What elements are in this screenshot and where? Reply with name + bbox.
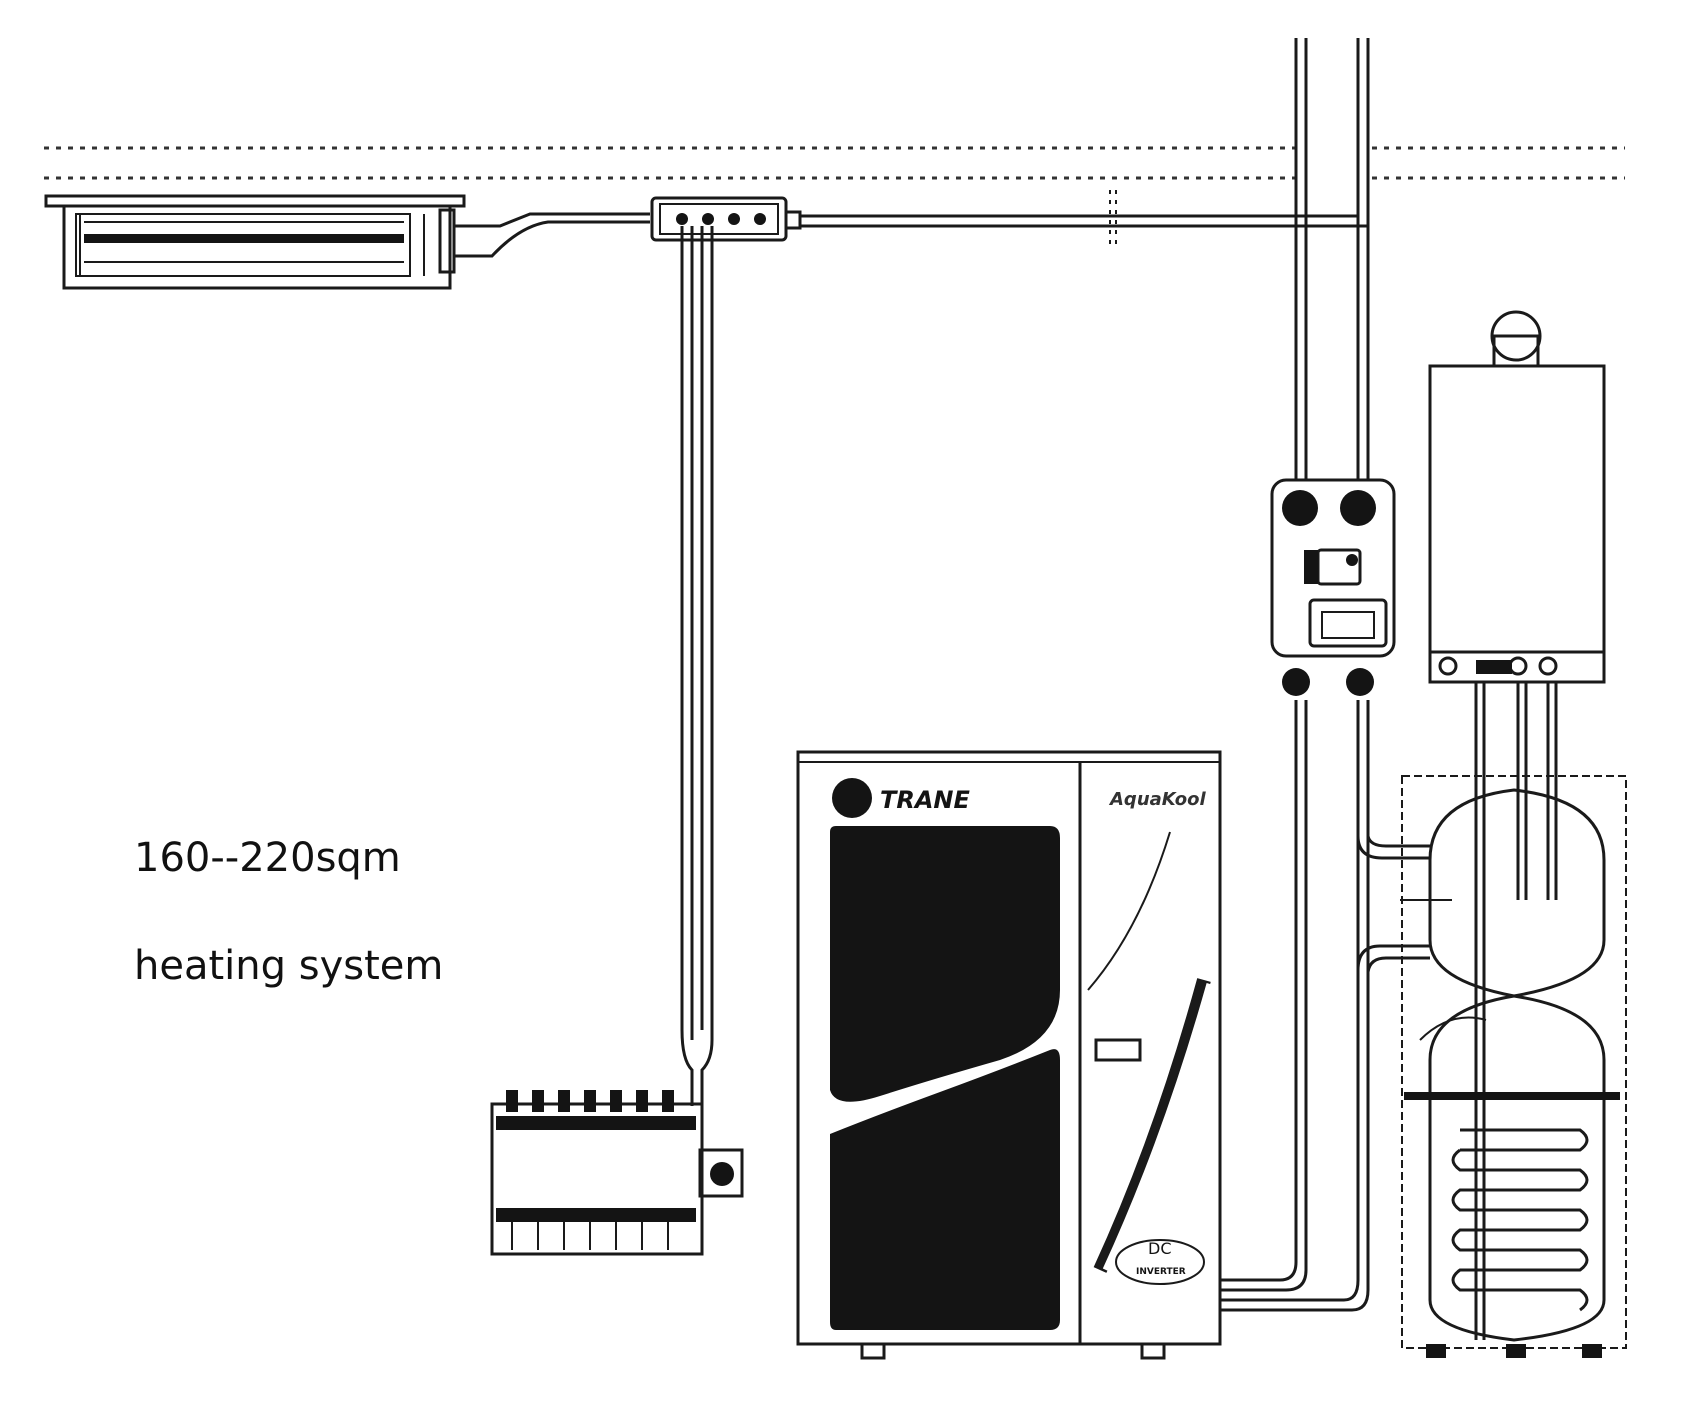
ceiling-fan-coil-unit (44, 194, 650, 290)
series-text: AquaKool (1108, 789, 1206, 810)
system-caption: heating system (134, 943, 444, 989)
brand-text: TRANE (880, 786, 971, 814)
distribution-manifold (650, 190, 1368, 250)
manifold-outlets-bottom (511, 1222, 669, 1250)
hot-water-cylinder (1404, 994, 1620, 1342)
buffer-tank (1400, 788, 1606, 998)
pump-station (1270, 478, 1396, 696)
storage-tanks (1400, 775, 1627, 1358)
area-caption: 160--220sqm (134, 835, 401, 881)
manifold-valves-top (506, 1090, 674, 1112)
wall-hung-boiler (1428, 310, 1606, 1340)
heat-pump-outdoor-unit: TRANE AquaKool DC INVERTER (796, 750, 1222, 1360)
badge-top-text: DC (1148, 1239, 1172, 1258)
drop-pipes (680, 226, 714, 1106)
fan-grille-bottom (830, 1049, 1060, 1330)
ceiling-lines (44, 146, 1625, 180)
heat-exchanger-coil (1451, 1128, 1589, 1312)
riser-pipes (1294, 38, 1370, 480)
tank-feet (1426, 1344, 1602, 1358)
connecting-pipes (1220, 700, 1430, 1312)
brand-logo-icon (832, 778, 872, 818)
underfloor-heating-manifold (490, 1090, 744, 1256)
fan-grille-top (830, 826, 1060, 1102)
badge-bottom-text: INVERTER (1136, 1267, 1186, 1277)
